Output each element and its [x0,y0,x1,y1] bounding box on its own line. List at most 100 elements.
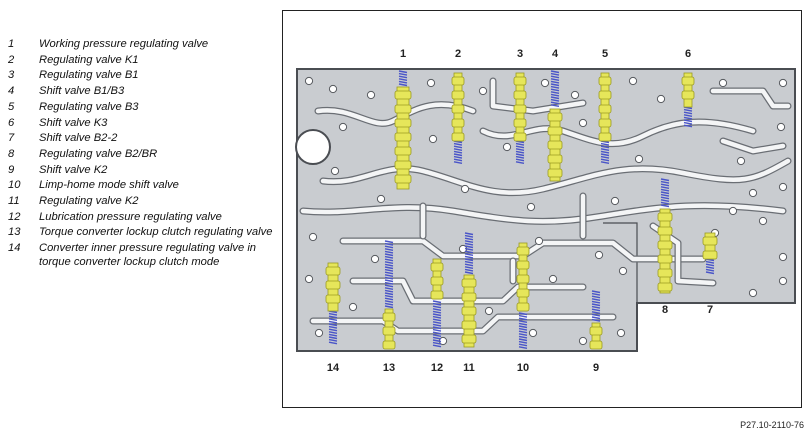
bolt-hole [776,122,786,132]
spring-coil [432,313,442,317]
bolt-hole [330,166,340,176]
spring-coil [328,323,338,327]
bolt-hole [778,276,788,286]
spool-land [598,76,612,86]
spring-coil [432,302,442,306]
spring-coil [384,292,394,296]
bolt-hole [736,156,746,166]
spring-coil [518,325,528,329]
spring-coil [550,83,560,87]
bolt-hole [376,194,386,204]
oil-channel [315,102,476,126]
spring-coil [384,242,394,246]
callout-4: 4 [552,48,559,60]
spool-land [657,268,673,278]
spring-coil [328,338,338,342]
spring-coil [453,142,463,146]
spring-coil [384,255,394,259]
oil-channel [710,88,791,109]
spring-coil [660,199,670,202]
spool-land [430,290,444,300]
spring-coil [550,96,560,100]
spring-coil [384,302,394,306]
spring-coil [591,318,601,322]
callout-5: 5 [602,48,608,60]
spring-coil [398,72,408,76]
valve-body-figure: 1 2 3 4 5 6 7 8 9 10 11 12 13 14 [282,10,802,408]
bolt-hole [460,184,470,194]
legend-number: 4 [8,85,15,98]
legend-number: 6 [8,116,15,129]
bolt-hole [610,196,620,206]
spring-coil [398,80,408,84]
bolt-hole [338,122,348,132]
spool-land [382,312,396,322]
spring-coil [432,334,442,337]
main-bore [295,129,331,165]
oil-channel [420,193,586,284]
callout-9: 9 [593,362,599,374]
spool-land [598,90,612,100]
spring-coil [660,180,670,184]
spool-land [516,302,530,312]
spool-land [547,126,563,136]
bolt-hole [618,266,628,276]
valve-spool [430,258,444,300]
bolt-hole [548,274,558,284]
spool-land [598,132,612,142]
spool-land [516,260,530,270]
spring-coil [384,248,394,251]
spring-coil [518,343,528,347]
spring-coil [384,284,394,288]
spring-coil [550,78,560,81]
spring-coil [432,315,442,319]
valve-spool [681,72,695,108]
spool-land [547,112,563,122]
spool-stem [683,72,693,108]
spring-coil [591,295,601,299]
spool-land [394,104,412,114]
valve-spool [702,232,718,260]
legend-label: Torque converter lockup clutch regulatin… [39,226,273,239]
bolt-hole [656,94,666,104]
bolt-hole [616,328,626,338]
legend-number: 8 [8,147,15,160]
spring-coil [453,148,463,151]
spring-coil [432,323,442,327]
spring-coil [432,341,442,345]
spring-coil [591,290,601,294]
spring-coil [432,331,442,335]
spring-coil [550,72,560,76]
spool-land [598,104,612,114]
spool-land [513,118,527,128]
bolt-hole [578,118,588,128]
spring-coil [464,263,474,267]
spring-coil [453,161,463,164]
valve-spool [657,208,673,294]
spring-coil [432,300,442,304]
bolt-hole [528,328,538,338]
legend-number: 11 [8,195,20,208]
valves [325,70,718,350]
figure-code: P27.10-2110-76 [740,420,804,430]
spring-coil [591,292,601,296]
spring-coil [398,70,408,74]
spring-coil [518,333,528,336]
spool-land [451,132,465,142]
callout-13: 13 [383,362,395,374]
spring-coil [384,300,394,303]
spring-coil [518,335,528,339]
bolt-hole [718,78,728,88]
spool-land [394,118,412,128]
spring-coil [432,310,442,314]
spring-coil [705,263,715,267]
callout-8: 8 [662,304,668,316]
spring-coil [384,261,394,264]
bolt-hole [502,142,512,152]
spring-coil [384,240,394,244]
bolt-hole [328,84,338,94]
